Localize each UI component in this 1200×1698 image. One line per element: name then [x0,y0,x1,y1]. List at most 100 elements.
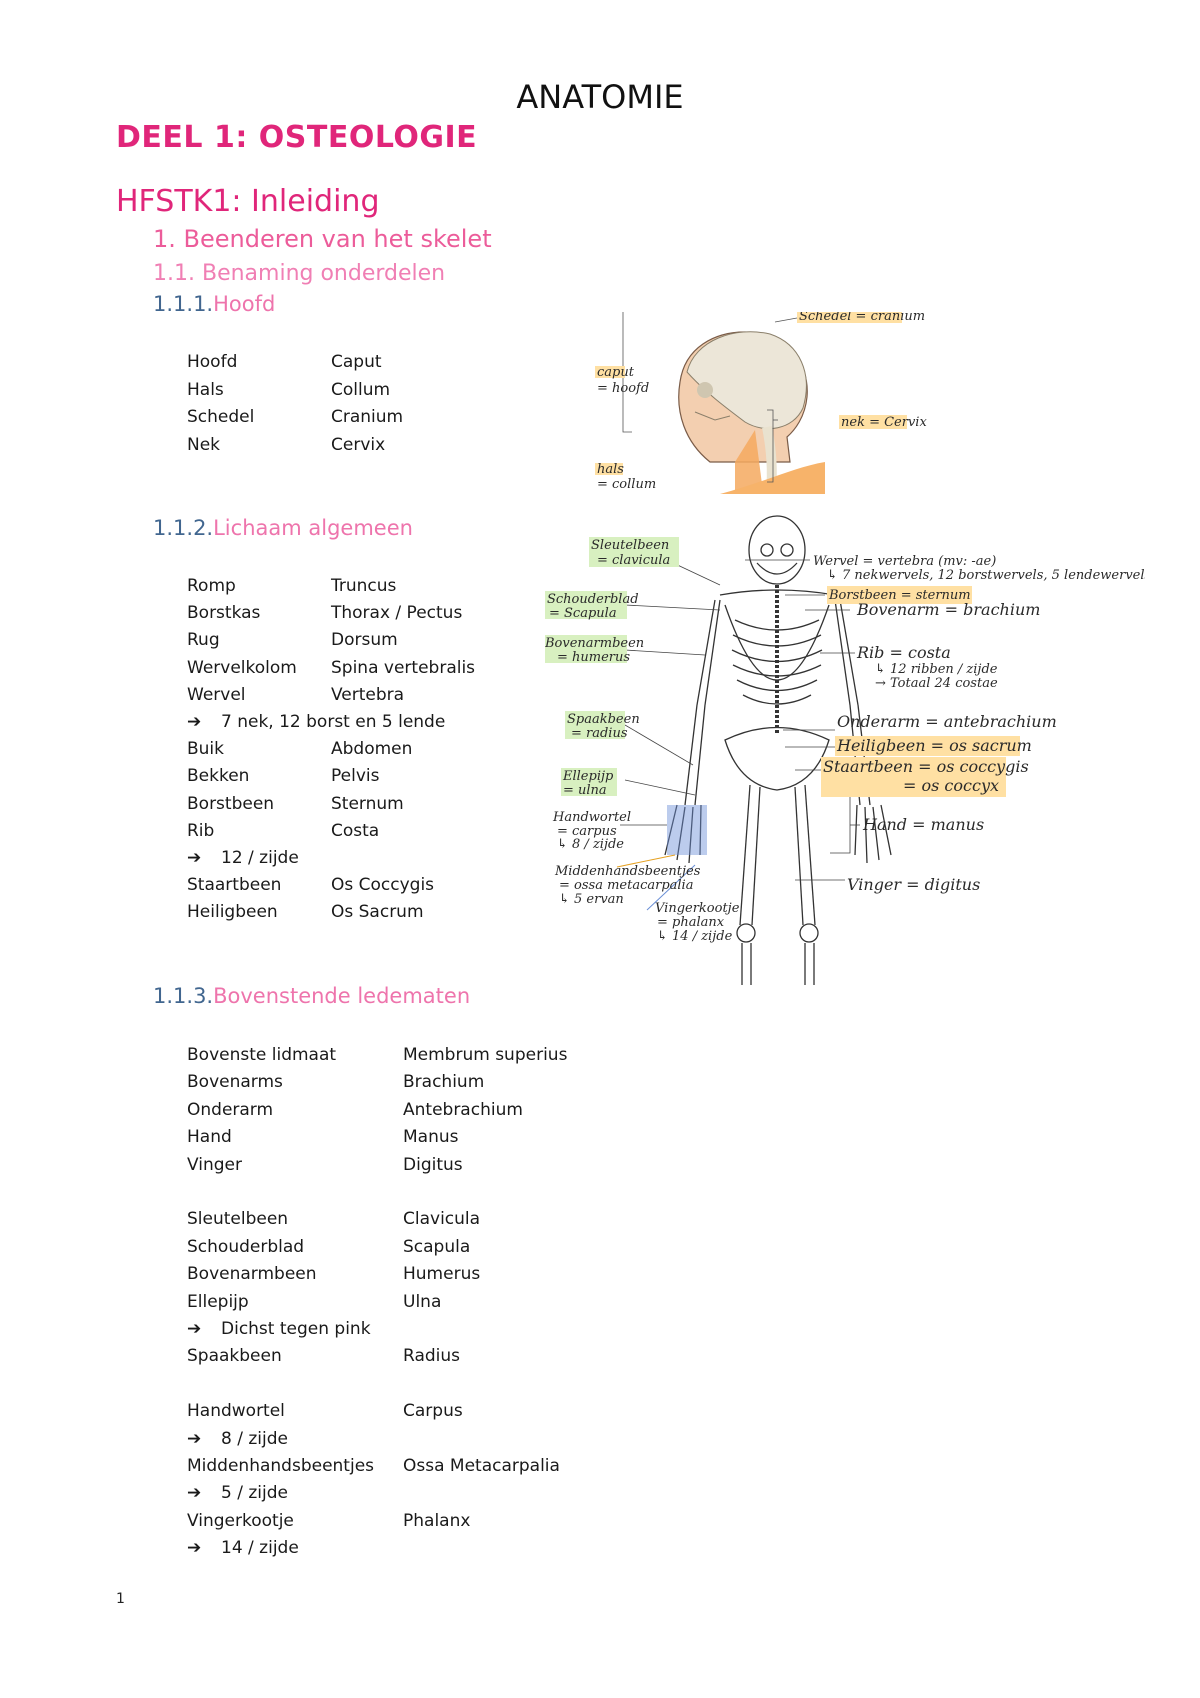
heading-text: Hoofd [213,292,276,316]
label-staartbeen: Staartbeen = os coccygis [823,757,1029,776]
label-sleutelbeen: Sleutelbeen [591,538,669,553]
arrow-icon: ➔ [187,1428,202,1449]
term-dutch: Bekken [187,766,250,787]
term-latin: Collum [331,379,391,400]
label-vingerkootje: Vingerkootje [655,901,740,916]
label-wervel: Wervel = vertebra (mv: -ae) [813,554,996,569]
arrow-icon: ➔ [187,1319,202,1339]
term-latin: Vertebra [331,684,405,705]
term-dutch: Bovenarmbeen [187,1264,317,1285]
label-vinger: Vinger = digitus [847,875,980,894]
arrow-icon: ➔ [187,712,202,732]
term-latin: Abdomen [331,739,413,760]
term-latin: Brachium [403,1072,485,1093]
label-onderarm: Onderarm = antebrachium [837,712,1057,731]
term-dutch: Handwortel [187,1401,285,1422]
head-illustration [678,331,825,494]
term-latin: Clavicula [403,1209,481,1230]
term-dutch: Rug [187,630,220,651]
section-heading: 1. Beenderen van het skelet [153,225,492,253]
label-middenhandsbeentjes: Middenhandsbeentjes [554,864,701,879]
term-latin: Carpus [403,1401,463,1422]
label-heiligbeen: Heiligbeen = os sacrum [836,736,1032,755]
term-latin: Radius [403,1346,461,1367]
label-clavicula: = clavicula [597,553,670,568]
label-nek: nek = Cervix [841,415,927,430]
arrow-icon: ➔ [187,1538,202,1559]
label-bovenarm: Bovenarm = brachium [856,600,1040,619]
term-dutch: Bovenste lidmaat [187,1045,337,1065]
term-latin: Os Coccygis [331,875,435,896]
term-dutch: Onderarm [187,1099,274,1120]
term-latin: Cranium [331,407,404,427]
term-dutch: Spaakbeen [187,1346,282,1367]
skeleton-figure: Sleutelbeen = clavicula Schouderblad = S… [545,515,1145,985]
term-dutch: Nek [187,434,221,455]
heading-text: Lichaam algemeen [213,516,413,540]
term-dutch: Middenhandsbeentjes [187,1456,375,1476]
term-latin: Dorsum [331,630,398,651]
label-phalanx-count: ↳ 14 / zijde [657,929,733,944]
label-coccyx: = os coccyx [903,776,999,795]
label-costae-total: → Totaal 24 costae [875,676,998,691]
label-hand: Hand = manus [862,815,984,834]
heading-lichaam: 1.1.2.Lichaam algemeen [153,516,413,540]
term-dutch: Sleutelbeen [187,1209,289,1230]
part-heading: DEEL 1: OSTEOLOGIE [116,120,478,155]
term-latin: Manus [403,1127,459,1148]
term-latin: Humerus [403,1264,481,1285]
heading-hoofd: 1.1.1.Hoofd [153,292,275,316]
head-neck-figure: Schedel = cranium caput = hoofd nek = Ce… [595,312,927,494]
term-dutch: Ellepijp [187,1291,249,1312]
term-dutch: Bovenarms [187,1072,283,1093]
label-carpus-count: ↳ 8 / zijde [557,837,624,852]
term-dutch: Staartbeen [187,875,282,896]
label-collum: = collum [597,477,656,492]
label-metacarpalia-count: ↳ 5 ervan [559,892,624,907]
label-rib-count: ↳ 12 ribben / zijde [875,662,998,677]
term-latin: Antebrachium [403,1099,523,1120]
subsection-heading: 1.1. Benaming onderdelen [153,261,446,286]
term-latin: Scapula [403,1236,471,1257]
label-rib: Rib = costa [856,643,951,662]
term-dutch: Schedel [187,407,255,427]
term-latin: Pelvis [331,766,380,787]
term-latin: Ulna [403,1291,442,1312]
arrow-note-text: 8 / zijde [221,1428,288,1449]
term-dutch: Heiligbeen [187,902,278,923]
term-latin: Costa [331,820,380,841]
arrow-note-text: 5 / zijde [221,1483,288,1504]
arrow-note-text: 7 nek, 12 borst en 5 lende [221,712,446,732]
heading-number: 1.1.2. [153,516,214,540]
term-latin: Sternum [331,793,404,814]
arrow-icon: ➔ [187,1483,202,1504]
label-spaakbeen: Spaakbeen [567,712,640,727]
label-hals: hals [597,462,624,477]
arrow-note: ➔ 5 / zijde [187,1483,288,1503]
term-dutch: Vinger [187,1154,242,1175]
label-hoofd: = hoofd [597,381,649,396]
label-ulna: = ulna [563,783,607,798]
heading-number: 1.1.3. [153,984,214,1008]
term-dutch: Hand [187,1127,232,1148]
term-latin: Digitus [403,1154,463,1175]
term-latin: Os Sacrum [331,902,424,923]
label-carpus: = carpus [557,824,617,839]
label-borstbeen: Borstbeen = sternum [828,588,971,603]
term-dutch: Romp [187,576,236,596]
document-title: ANATOMIE [516,78,684,116]
term-latin: Phalanx [403,1510,471,1531]
term-dutch: Schouderblad [187,1236,305,1257]
term-dutch: Wervel [187,684,246,705]
label-radius: = radius [571,726,628,741]
term-latin: Thorax / Pectus [331,603,463,624]
arrow-note: ➔Dichst tegen pink [187,1319,371,1339]
label-handwortel: Handwortel [552,810,631,825]
term-latin: Membrum superius [403,1045,568,1065]
term-latin: Caput [331,352,382,372]
label-highlight [797,312,902,323]
term-dutch: Hals [187,379,224,400]
arrow-note: ➔12 / zijde [187,848,299,868]
arrow-icon: ➔ [187,848,202,868]
term-dutch: Wervelkolom [187,657,297,678]
